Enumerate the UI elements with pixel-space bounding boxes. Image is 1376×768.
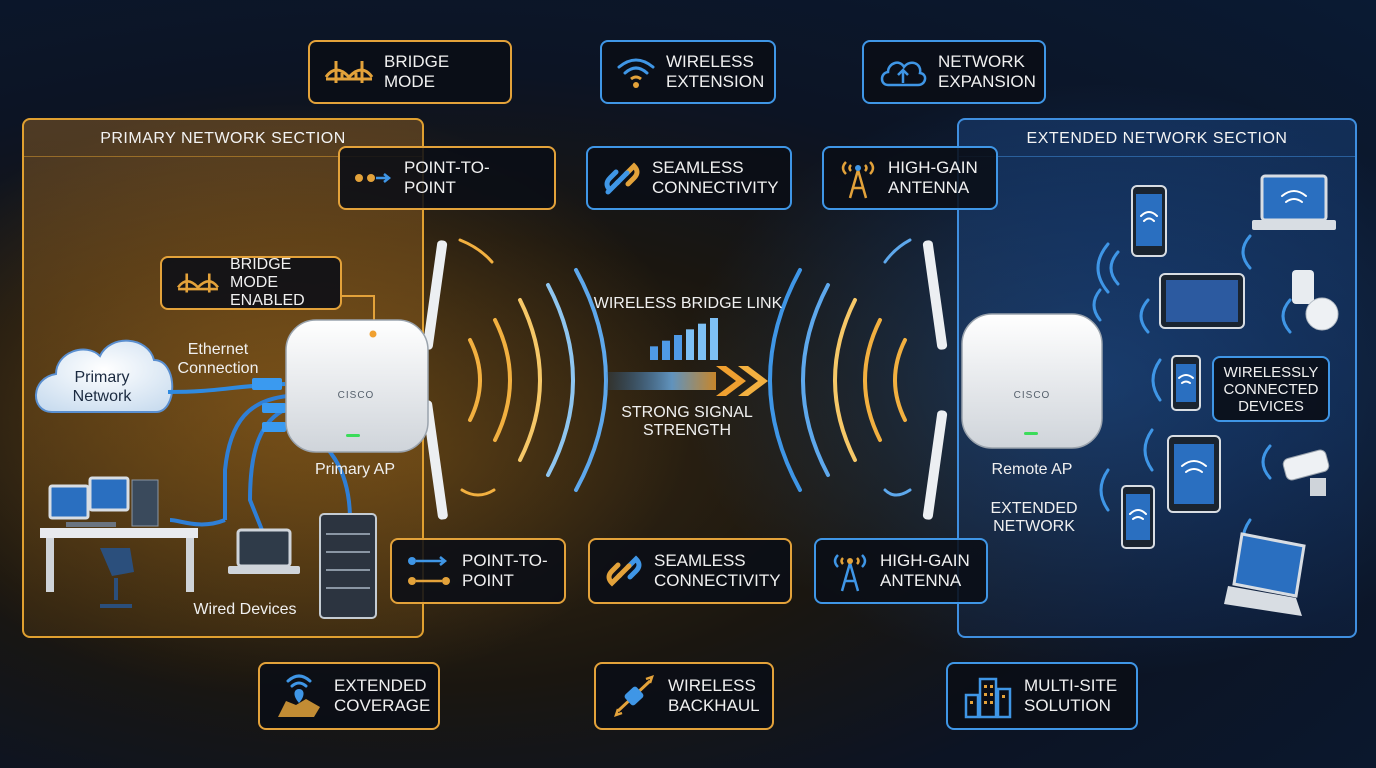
ethernet-plugs [252,378,286,432]
seamless-connectivity-label-bottom: SEAMLESS CONNECTIVITY [654,551,781,590]
remote-ap-label: Remote AP [991,461,1073,478]
point-to-point-badge-bottom: POINT-TO- POINT [390,538,566,604]
wirelessly-connected-badge: WIRELESSLY CONNECTED DEVICES [1212,356,1330,422]
building-icon [964,677,1012,719]
wireless-backhaul-badge: WIRELESS BACKHAUL [594,662,774,730]
smartphone-icon-2 [1171,355,1201,411]
smartphone-icon-1 [1131,185,1167,257]
extended-section-title: EXTENDED NETWORK SECTION [1026,130,1288,147]
high-gain-antenna-badge-bottom: HIGH-GAIN ANTENNA [814,538,988,604]
wireless-extension-label: WIRELESS EXTENSION [666,52,765,91]
arrow-icon [355,173,392,183]
point-to-point-label-top: POINT-TO-POINT [404,158,490,197]
primary-ap-brand: CISCO [337,390,375,401]
wireless-bridge-link-label: WIRELESS BRIDGE LINK [593,295,783,312]
server-rack-icon [319,513,377,619]
backhaul-icon [614,675,654,717]
primary-ap-device [285,240,448,520]
wifi-glyphs [1129,190,1307,520]
signal-bar [674,335,682,360]
primary-ap-label: Primary AP [314,461,395,478]
wireless-extension-badge: WIRELESS EXTENSION [600,40,776,104]
smart-home-icon [1292,270,1339,331]
desktop-workstation-icon [40,476,198,608]
seamless-connectivity-badge-top: SEAMLESS CONNECTIVITY [586,146,792,210]
antenna-icon [841,161,875,199]
bridge-mode-badge: BRIDGE MODE [308,40,512,104]
remote-ap-brand: CISCO [1013,390,1051,401]
link-icon [604,162,640,195]
bridge-mode-label: BRIDGE MODE [384,52,450,91]
tablet-icon-2 [1167,435,1221,513]
wired-devices-label: Wired Devices [193,601,297,618]
ethernet-connection-label: Ethernet Connection [177,341,259,377]
seamless-connectivity-label-top: SEAMLESS CONNECTIVITY [652,158,779,197]
wirelessly-connected-label: WIRELESSLY CONNECTED DEVICES [1223,363,1319,415]
high-gain-antenna-badge-top: HIGH-GAIN ANTENNA [822,146,998,210]
seamless-connectivity-badge-bottom: SEAMLESS CONNECTIVITY [588,538,792,604]
security-camera-icon [1282,449,1330,496]
strong-signal-label: STRONG SIGNAL STRENGTH [621,404,753,439]
primary-signal-waves [458,238,608,497]
signal-bar [698,323,706,360]
wireless-backhaul-label: WIRELESS BACKHAUL [668,676,760,715]
tablet-icon-1 [1159,273,1245,329]
high-gain-antenna-label-bottom: HIGH-GAIN ANTENNA [880,551,970,590]
point-to-point-label-bottom: POINT-TO- POINT [462,551,548,590]
laptop-icon-1 [1252,174,1336,230]
link-icon [606,555,642,587]
signal-bar [662,340,670,360]
laptop-wired-icon [228,528,300,574]
primary-section-title: PRIMARY NETWORK SECTION [100,130,346,147]
cloud-upload-icon [880,61,927,87]
signal-bar [710,318,718,360]
primary-cloud-icon [35,339,174,413]
wifi-icon [617,58,655,88]
arrow-icon [408,556,450,585]
extended-network-label: EXTENDED NETWORK [990,500,1078,535]
laptop-icon-2 [1224,532,1306,616]
point-to-point-badge-top: POINT-TO-POINT [338,146,556,210]
bridge-mode-enabled-badge: BRIDGE MODE ENABLED [160,256,342,310]
bridge-mode-enabled-label: BRIDGE MODE ENABLED [230,256,305,309]
remote-signal-waves [768,238,912,497]
bridge-link-arrow [606,366,768,396]
signal-bar [650,346,658,360]
antenna-icon [833,554,867,592]
bridge-icon [324,61,374,83]
extended-coverage-label: EXTENDED COVERAGE [334,676,431,715]
signal-bar [686,329,694,360]
signal-strength-bars [650,318,718,360]
remote-ap-device [922,240,1103,520]
map-pin-icon [278,674,320,717]
network-expansion-label: NETWORK EXPANSION [938,52,1036,91]
extended-coverage-badge: EXTENDED COVERAGE [258,662,440,730]
multi-site-label: MULTI-SITE SOLUTION [1024,676,1118,715]
multi-site-badge: MULTI-SITE SOLUTION [946,662,1138,730]
bridge-icon [177,273,219,293]
network-expansion-badge: NETWORK EXPANSION [862,40,1046,104]
high-gain-antenna-label-top: HIGH-GAIN ANTENNA [888,158,978,197]
primary-network-label: Primary Network [72,369,132,405]
